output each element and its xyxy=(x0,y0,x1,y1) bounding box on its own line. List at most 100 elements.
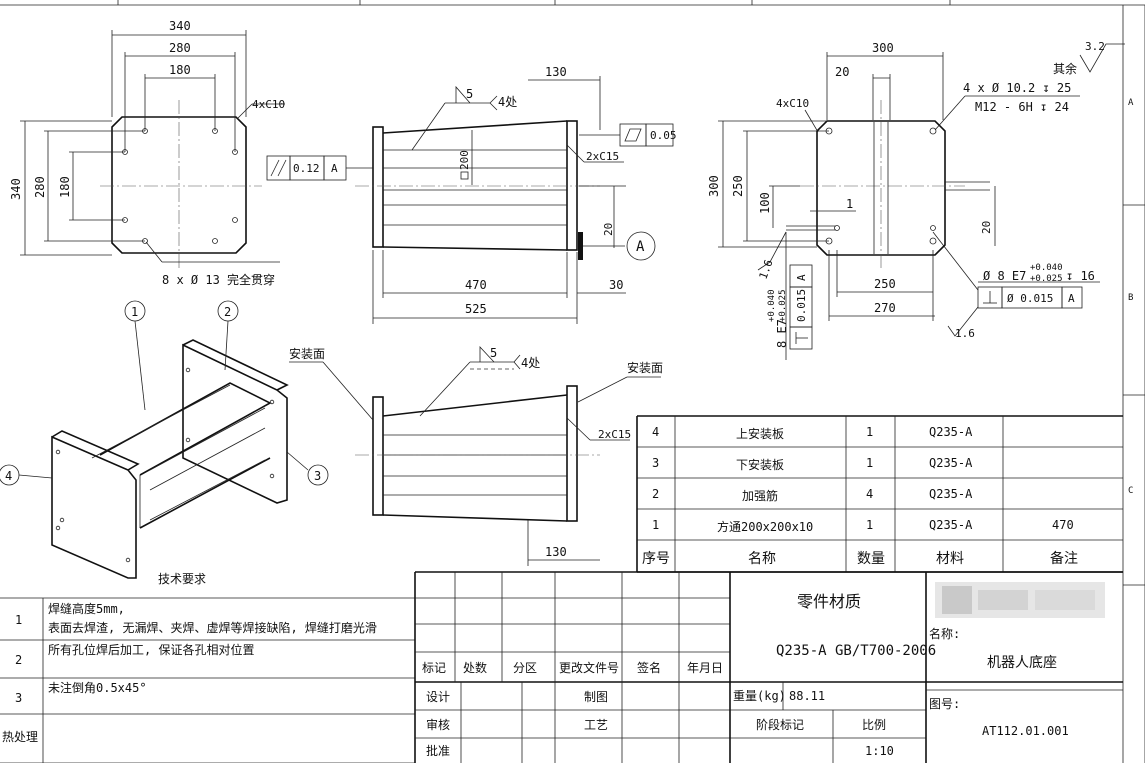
balloon-1: 1 xyxy=(131,305,138,319)
balloon-4: 4 xyxy=(5,469,12,483)
drawing-no: AT112.01.001 xyxy=(982,724,1069,738)
pin-tol-upper: +0.040 xyxy=(1030,263,1063,273)
tech-req-no-2: 2 xyxy=(15,653,22,667)
bottom-weld-count: 4处 xyxy=(521,356,540,370)
scale-value: 1:10 xyxy=(865,744,894,758)
bom-row-1: 1 方通200x200x10 1 Q235-A 470 xyxy=(652,518,1074,534)
bom-name: 加强筋 xyxy=(742,488,778,503)
balloon-2: 2 xyxy=(224,305,231,319)
drafting-label: 制图 xyxy=(584,690,608,704)
bottom-dim-130: 130 xyxy=(545,545,567,559)
weight-value: 88.11 xyxy=(789,689,825,703)
bom-material: Q235-A xyxy=(929,456,973,470)
right-dim-250-v: 250 xyxy=(731,175,745,197)
bom-no: 3 xyxy=(652,456,659,470)
tech-req-text-1b: 表面去焊渣, 无漏焊、夹焊、虚焊等焊接缺陷, 焊缝打磨光滑 xyxy=(48,620,377,635)
approve-label: 批准 xyxy=(426,743,450,758)
right-chamfer: 4xC10 xyxy=(776,97,809,110)
bom-material: Q235-A xyxy=(929,518,973,532)
right-dim-20: 20 xyxy=(835,65,849,79)
bom-name: 下安装板 xyxy=(736,457,784,472)
perp-value: Ø 0.015 xyxy=(1007,292,1053,305)
tech-req-text-1a: 焊缝高度5mm, xyxy=(48,601,125,616)
left-tol-lower: +0.025 xyxy=(778,289,788,322)
right-dim-250: 250 xyxy=(874,277,896,291)
weld-count: 4处 xyxy=(498,95,517,109)
right-hole-spec-1: 4 x Ø 10.2 ↧ 25 xyxy=(963,81,1071,95)
side-dim-20: 20 xyxy=(602,223,615,236)
tech-req-no-3: 3 xyxy=(15,691,22,705)
balloon-3: 3 xyxy=(314,469,321,483)
zone-label-b: B xyxy=(1128,293,1133,303)
bom-qty: 1 xyxy=(866,518,873,532)
front-view: 340 280 180 340 280 180 4xC10 8 x Ø 13 完… xyxy=(9,19,285,287)
dim-280-h: 280 xyxy=(169,41,191,55)
right-dim-1: 1 xyxy=(846,197,853,211)
bom-row-4: 4 上安装板 1 Q235-A xyxy=(652,425,973,441)
left-datum: A xyxy=(795,274,808,281)
bottom-view: 安装面 安装面 5 4处 2xC15 130 xyxy=(289,345,663,566)
iso-view: 1 2 3 4 技术要求 xyxy=(0,300,329,586)
design-label: 设计 xyxy=(426,690,450,704)
flatness-value: 0.05 xyxy=(650,129,677,142)
side-dim-525: 525 xyxy=(465,302,487,316)
dim-340-v: 340 xyxy=(9,178,23,200)
bom-row-2: 2 加强筋 4 Q235-A xyxy=(652,487,973,503)
pin-tol-lower: +0.025 xyxy=(1030,274,1063,284)
parallel-datum: A xyxy=(331,162,338,175)
material-spec: Q235-A GB/T700-2006 xyxy=(776,643,936,659)
rev-label-sign: 签名 xyxy=(637,660,661,675)
side-chamfer: 2xC15 xyxy=(586,150,619,163)
process-label: 工艺 xyxy=(584,718,608,732)
part-name: 机器人底座 xyxy=(987,655,1057,671)
weld-size: 5 xyxy=(466,87,473,101)
rev-label-count: 处数 xyxy=(463,660,487,675)
blurred-logo xyxy=(935,582,1105,618)
right-hole-spec-2: M12 - 6H ↧ 24 xyxy=(975,100,1069,114)
side-dim-30: 30 xyxy=(609,278,623,292)
bom-name: 方通200x200x10 xyxy=(717,519,813,534)
roughness-value: 3.2 xyxy=(1085,40,1105,53)
left-tol-upper: +0.040 xyxy=(767,289,777,322)
tech-req-no-1: 1 xyxy=(15,613,22,627)
bom-name: 上安装板 xyxy=(736,426,784,441)
front-hole-note: 8 x Ø 13 完全贯穿 xyxy=(162,272,275,287)
tech-req-text-2: 所有孔位焊后加工, 保证各孔相对位置 xyxy=(48,642,254,657)
roughness-16-left: 1.6 xyxy=(757,258,776,281)
perp-datum: A xyxy=(1068,292,1075,305)
bom-no: 2 xyxy=(652,487,659,501)
weight-label: 重量(kg) xyxy=(733,689,786,703)
bom-material: Q235-A xyxy=(929,487,973,501)
right-dim-20-v: 20 xyxy=(980,221,993,234)
bom-no: 1 xyxy=(652,518,659,532)
bom-qty: 4 xyxy=(866,487,873,501)
material-title: 零件材质 xyxy=(797,592,861,611)
right-dim-270: 270 xyxy=(874,301,896,315)
side-dim-130: 130 xyxy=(545,65,567,79)
side-dim-200: 200 xyxy=(458,150,471,170)
right-dim-300: 300 xyxy=(872,41,894,55)
bom-row-3: 3 下安装板 1 Q235-A xyxy=(652,456,973,472)
side-view-top: 130 5 4处 200 0.12 A 0.05 2xC15 20 xyxy=(266,65,677,324)
side-datum-a: A xyxy=(636,239,645,255)
rev-label-doc: 更改文件号 xyxy=(559,660,619,675)
bom-no: 4 xyxy=(652,425,659,439)
dim-180-v: 180 xyxy=(58,176,72,198)
dim-340-h: 340 xyxy=(169,19,191,33)
bom-header: 序号 名称 数量 材料 备注 xyxy=(642,550,1078,567)
rev-label-date: 年月日 xyxy=(687,661,723,675)
tech-req-title: 技术要求 xyxy=(158,572,206,586)
rev-label-zone: 分区 xyxy=(513,661,537,675)
bom-header-no: 序号 xyxy=(642,551,670,567)
pin-depth: ↧ 16 xyxy=(1066,269,1095,283)
bom-qty: 1 xyxy=(866,456,873,470)
left-perp-value: 0.015 xyxy=(795,289,808,322)
right-dim-300-v: 300 xyxy=(707,175,721,197)
rev-label-mark: 标记 xyxy=(422,661,446,675)
heat-treatment-label: 热处理 xyxy=(2,730,38,744)
bom-header-qty: 数量 xyxy=(857,551,885,567)
dim-180-h: 180 xyxy=(169,63,191,77)
left-pin-spec: 8 E7 xyxy=(775,319,789,348)
bom-header-name: 名称 xyxy=(748,551,776,567)
